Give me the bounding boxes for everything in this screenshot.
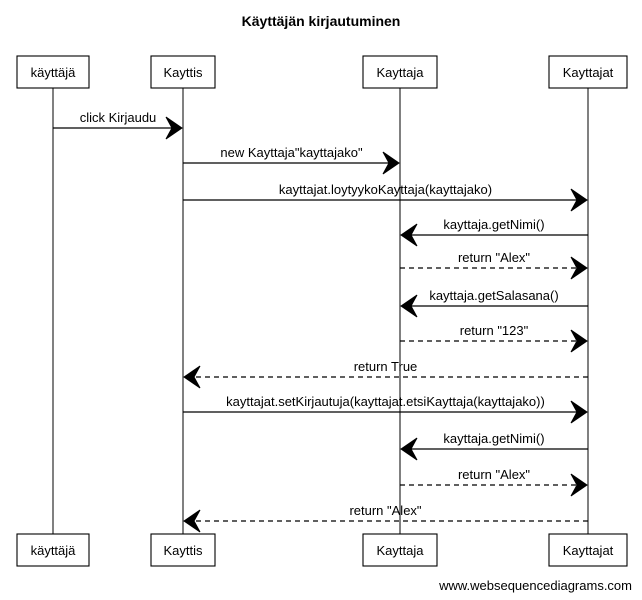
message-label: return "Alex" — [458, 467, 530, 482]
message-label: new Kayttaja"kayttajako" — [220, 145, 363, 160]
participant-bottom-3: Kayttajat — [548, 533, 628, 567]
participant-box — [16, 533, 90, 567]
participant-label: käyttäjä — [31, 65, 77, 80]
arrowhead — [400, 294, 418, 318]
message-10: return "Alex" — [400, 467, 588, 497]
participant-label: Kayttis — [163, 543, 203, 558]
participant-box — [150, 533, 216, 567]
participant-box — [548, 55, 628, 89]
arrowhead — [570, 400, 588, 424]
arrowhead — [183, 365, 201, 389]
message-label: kayttaja.getNimi() — [443, 431, 544, 446]
arrowhead — [183, 509, 201, 533]
arrowhead — [570, 329, 588, 353]
message-8: kayttajat.setKirjautuja(kayttajat.etsiKa… — [183, 394, 588, 424]
participant-label: Kayttaja — [377, 543, 425, 558]
message-4: return "Alex" — [400, 250, 588, 280]
participant-top-1: Kayttis — [150, 55, 216, 89]
participant-label: Kayttaja — [377, 65, 425, 80]
participant-label: Kayttajat — [563, 543, 614, 558]
message-1: new Kayttaja"kayttajako" — [183, 145, 400, 175]
participant-box — [362, 533, 438, 567]
participant-label: Kayttajat — [563, 65, 614, 80]
message-label: return True — [354, 359, 418, 374]
message-11: return "Alex" — [183, 503, 588, 533]
watermark: www.websequencediagrams.com — [438, 578, 632, 593]
message-label: return "Alex" — [458, 250, 530, 265]
participant-top-2: Kayttaja — [362, 55, 438, 89]
message-label: click Kirjaudu — [80, 110, 157, 125]
message-label: kayttajat.setKirjautuja(kayttajat.etsiKa… — [226, 394, 545, 409]
arrowhead — [570, 473, 588, 497]
message-label: kayttajat.loytyykoKayttaja(kayttajako) — [279, 182, 492, 197]
message-label: kayttaja.getNimi() — [443, 217, 544, 232]
message-label: return "123" — [460, 323, 529, 338]
participant-bottom-1: Kayttis — [150, 533, 216, 567]
message-2: kayttajat.loytyykoKayttaja(kayttajako) — [183, 182, 588, 212]
diagram-title: Käyttäjän kirjautuminen — [242, 13, 401, 29]
arrowhead — [382, 151, 400, 175]
message-6: return "123" — [400, 323, 588, 353]
participant-top-3: Kayttajat — [548, 55, 628, 89]
participant-bottom-0: käyttäjä — [16, 533, 90, 567]
message-5: kayttaja.getSalasana() — [400, 288, 588, 318]
message-7: return True — [183, 359, 588, 389]
message-0: click Kirjaudu — [53, 110, 183, 140]
arrowhead — [400, 437, 418, 461]
participant-box — [548, 533, 628, 567]
message-9: kayttaja.getNimi() — [400, 431, 588, 461]
message-3: kayttaja.getNimi() — [400, 217, 588, 247]
participant-label: Kayttis — [163, 65, 203, 80]
message-label: return "Alex" — [349, 503, 421, 518]
arrowhead — [570, 256, 588, 280]
message-label: kayttaja.getSalasana() — [429, 288, 558, 303]
arrowhead — [570, 188, 588, 212]
participant-box — [16, 55, 90, 89]
arrowhead — [165, 116, 183, 140]
participant-label: käyttäjä — [31, 543, 77, 558]
arrowhead — [400, 223, 418, 247]
participant-box — [150, 55, 216, 89]
participant-bottom-2: Kayttaja — [362, 533, 438, 567]
participant-box — [362, 55, 438, 89]
participant-top-0: käyttäjä — [16, 55, 90, 89]
